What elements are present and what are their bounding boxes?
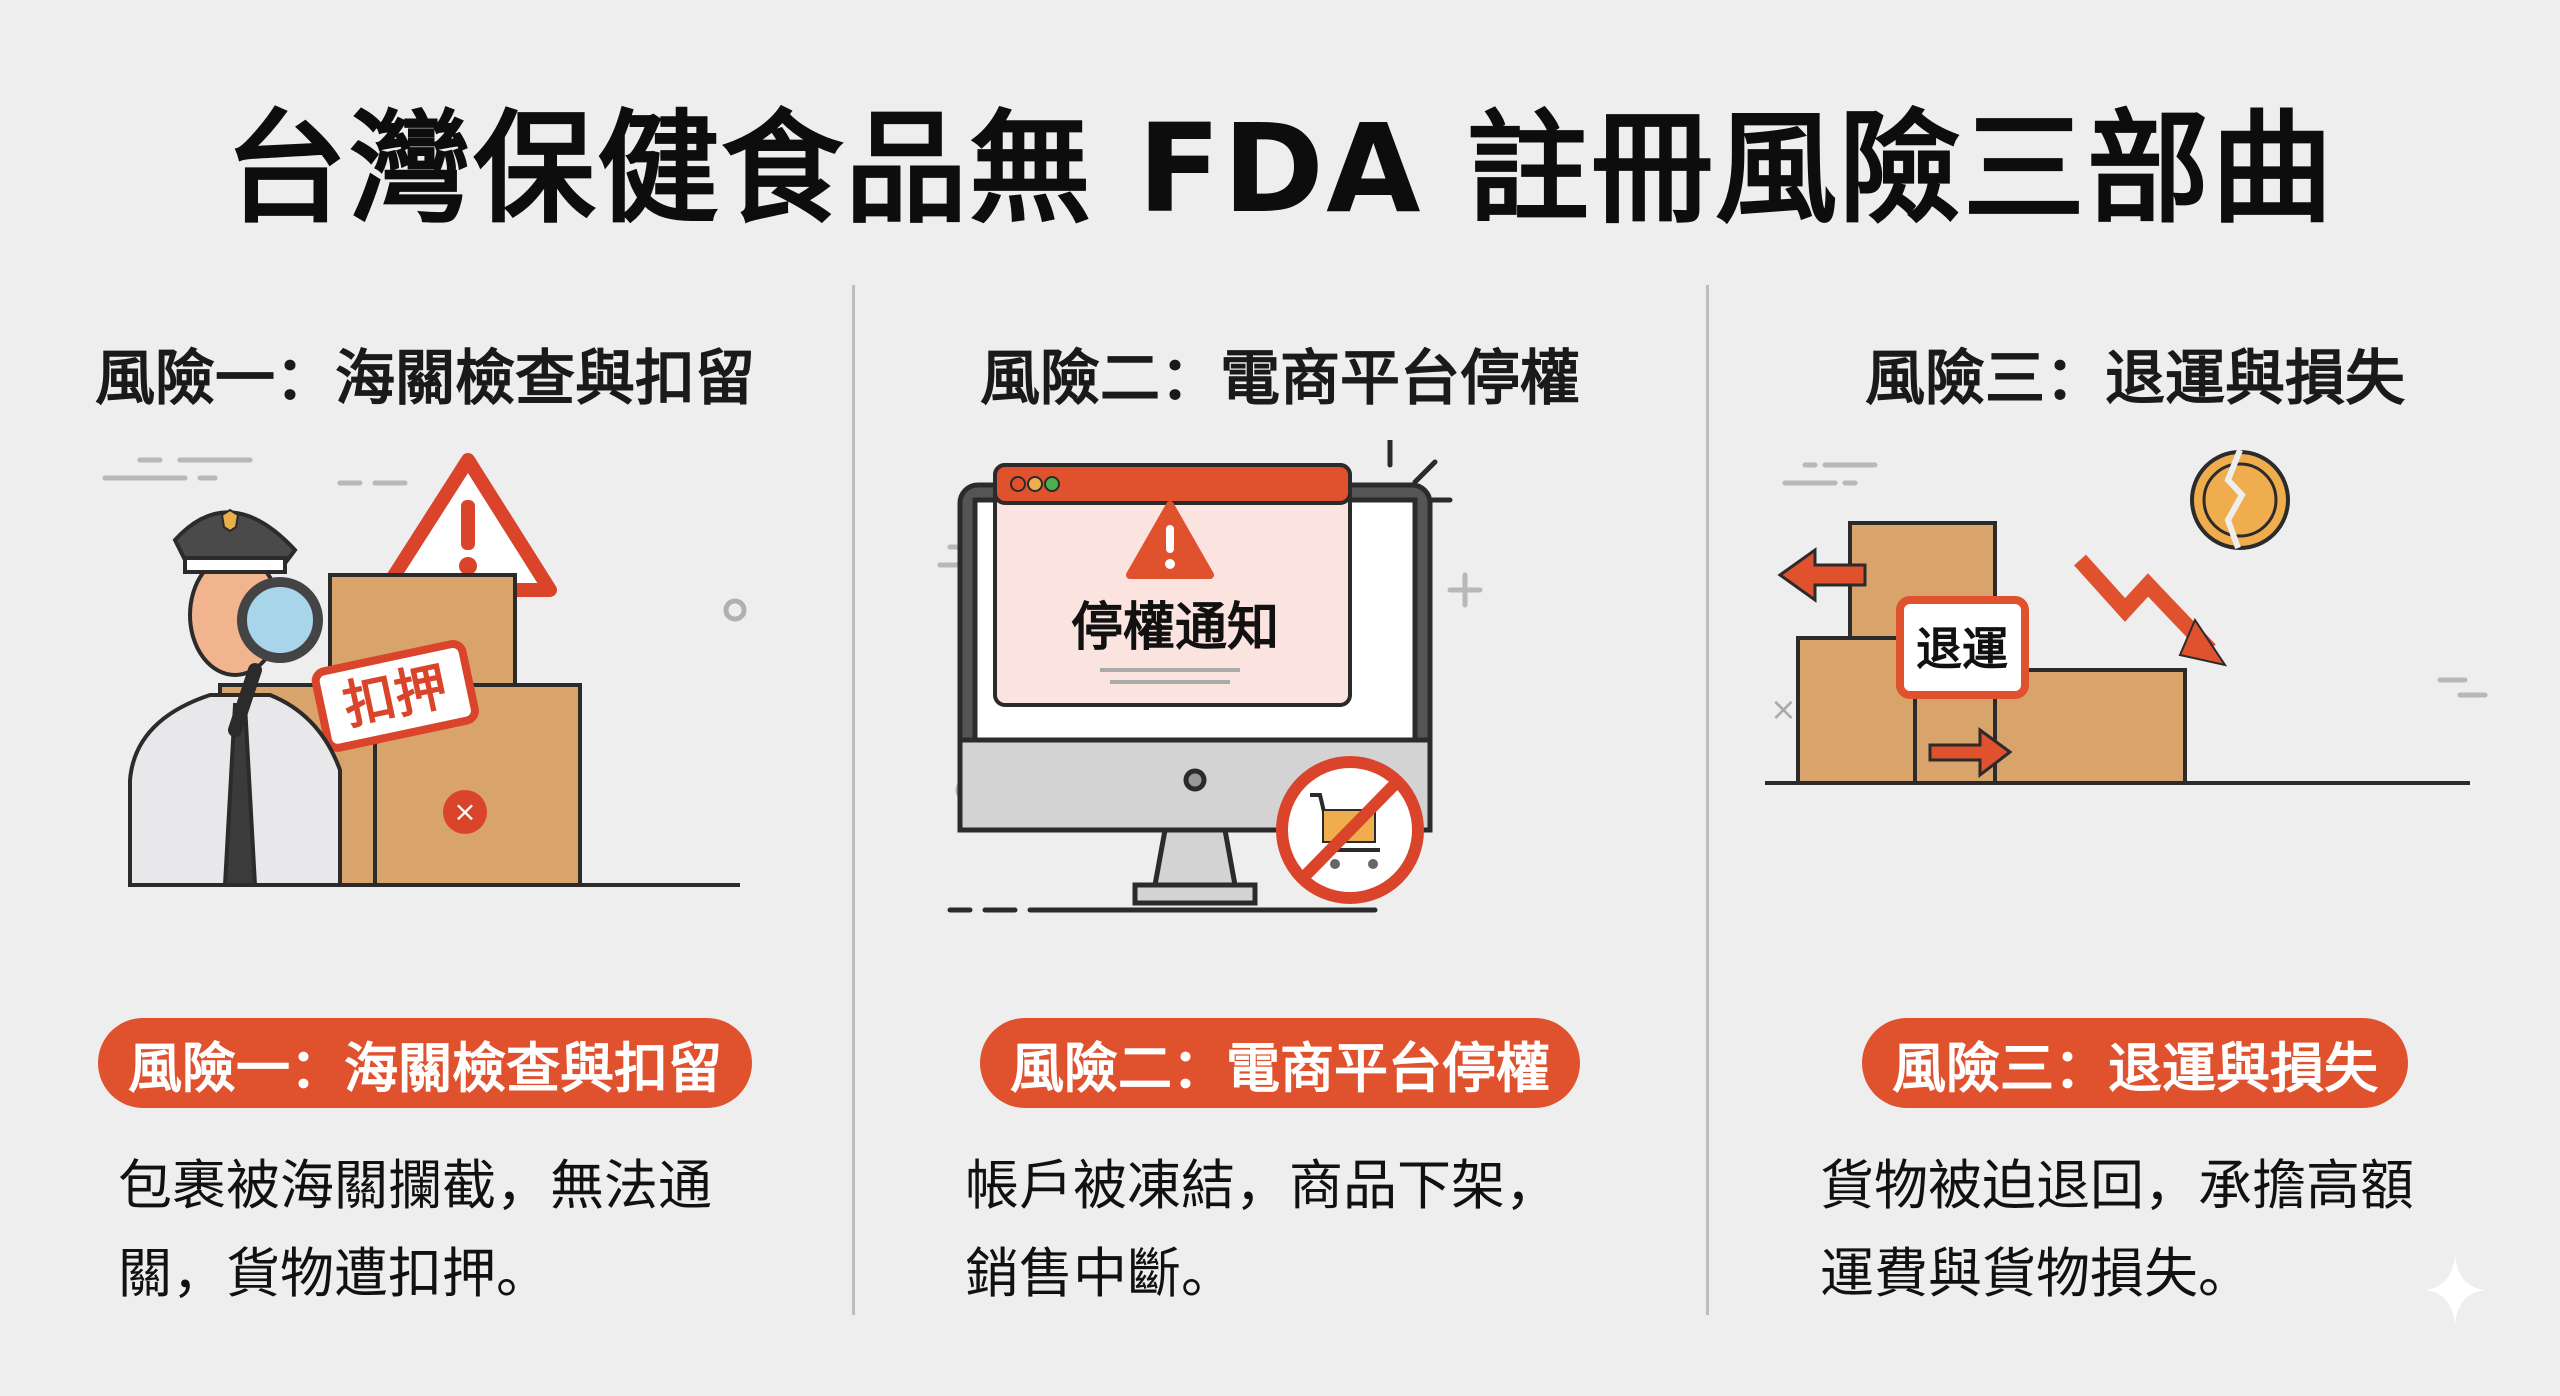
page-title: 台灣保健食品無 FDA 註冊風險三部曲 xyxy=(225,98,2335,240)
svg-text:×: × xyxy=(453,795,476,828)
risk-pill-label: 風險二：電商平台停權 xyxy=(980,1018,1580,1108)
risk-pill-label: 風險三：退運與損失 xyxy=(1862,1018,2408,1108)
customs-inspection-illustration: × × 扣押 xyxy=(102,453,747,887)
column-divider xyxy=(852,285,855,1315)
downtrend-arrow-icon xyxy=(2074,554,2228,667)
suspension-notice-window: 停權通知 xyxy=(993,463,1352,707)
return-shipment-illustration: × 退運 xyxy=(1765,448,2488,785)
risk-description: 帳戶被凍結，商品下架，銷售中斷。 xyxy=(965,1154,1559,1305)
broken-coin-icon xyxy=(2190,448,2290,550)
risk-panel-ecommerce: 風險二：電商平台停權 停權通 xyxy=(855,300,1705,1360)
risk-heading: 風險三：退運與損失 xyxy=(1865,344,2405,414)
risk-panel-return: 風險三：退運與損失 × 退運 xyxy=(1710,300,2560,1360)
sparkle-icon xyxy=(2425,1255,2485,1325)
cardboard-box-icon xyxy=(1765,521,2470,785)
risk-description: 貨物被迫退回，承擔高額運費與貨物損失。 xyxy=(1820,1154,2414,1305)
return-sign: 退運 xyxy=(1896,596,2029,699)
warning-triangle-icon xyxy=(378,453,557,597)
risk-heading: 風險二：電商平台停權 xyxy=(980,344,1580,414)
warning-triangle-icon xyxy=(1126,501,1214,579)
svg-text:停權通知: 停權通知 xyxy=(1071,598,1279,658)
no-shopping-cart-icon xyxy=(1276,756,1424,904)
right-arrow-icon xyxy=(1928,727,2013,779)
magnifying-glass-icon xyxy=(228,577,323,737)
risk-panel-customs: 風險一：海關檢查與扣留 × × 扣押 xyxy=(0,300,850,1360)
svg-text:×: × xyxy=(1770,690,1797,728)
risk-heading: 風險一：海關檢查與扣留 xyxy=(95,344,755,414)
risk-description: 包裹被海關攔截，無法通關，貨物遭扣押。 xyxy=(118,1154,712,1305)
platform-suspension-illustration: 停權通知 xyxy=(937,440,1483,913)
column-divider xyxy=(1706,285,1709,1315)
seized-stamp: 扣押 xyxy=(311,640,479,752)
risk-pill-label: 風險一：海關檢查與扣留 xyxy=(98,1018,752,1108)
svg-text:退運: 退運 xyxy=(1916,622,2008,676)
left-arrow-icon xyxy=(1777,547,1867,603)
